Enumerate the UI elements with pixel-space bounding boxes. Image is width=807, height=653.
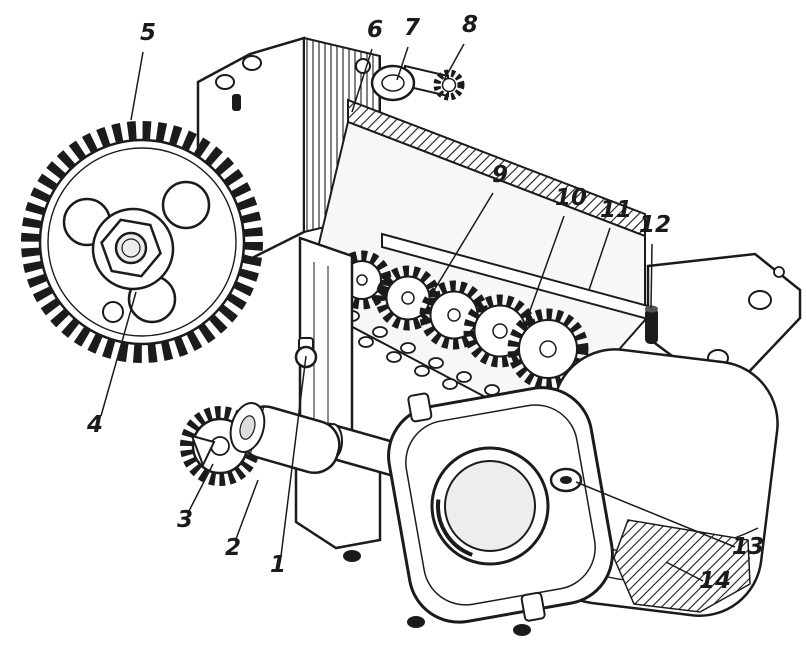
camshaft-drive-gear	[21, 121, 263, 363]
splined-shaft-core	[441, 77, 457, 93]
callout-leader-1	[280, 355, 307, 557]
train-gear-teeth	[375, 265, 441, 331]
train-gear-hub	[356, 274, 368, 286]
base-bolt	[513, 624, 531, 636]
cap-inner-line	[405, 404, 596, 606]
callout-leader-12	[650, 243, 653, 309]
gear-rim-line	[47, 147, 237, 337]
callout-label-8: 8	[462, 12, 478, 38]
dowel-pin	[232, 94, 241, 111]
floor-hole	[372, 326, 388, 338]
callout-label-12: 12	[639, 212, 671, 238]
callout-label-7: 7	[404, 15, 420, 41]
callout-leader-9	[432, 192, 494, 293]
cylinder-end-bore	[239, 415, 256, 440]
callout-label-14: 14	[699, 568, 731, 594]
bore-shadow-arc	[436, 452, 545, 560]
splined-shaft-end	[433, 69, 465, 101]
callout-leader-13	[575, 481, 736, 548]
bearing-cap	[387, 386, 614, 636]
drive-key	[190, 434, 216, 468]
train-gear-teeth	[507, 308, 589, 390]
callout-leader-4	[100, 291, 137, 417]
train-gear-hub	[539, 340, 557, 358]
gear-web-hole	[161, 180, 211, 230]
callout-label-5: 5	[140, 20, 156, 46]
floor-hole	[386, 351, 402, 363]
callout-leader-10	[522, 215, 565, 331]
callout-label-4: 4	[86, 412, 103, 438]
callout-label-6: 6	[367, 17, 383, 43]
callout-label-9: 9	[492, 162, 508, 188]
flange-bolt-hole	[748, 290, 772, 310]
callout-leader-8	[443, 43, 465, 81]
bracket-bolt-hole	[215, 74, 235, 90]
gear-small-hole	[102, 301, 124, 323]
pump-gear-hub	[210, 436, 230, 456]
train-gear-hub	[492, 323, 508, 339]
callout-label-2: 2	[225, 535, 241, 561]
body-section-hatching	[614, 520, 750, 612]
shaft-end-center	[560, 476, 572, 484]
gear-teeth-ring	[21, 121, 263, 363]
stud-pin	[645, 308, 658, 344]
cap-bore-inner	[444, 460, 536, 552]
foot-bolt	[343, 550, 361, 562]
callout-label-10: 10	[555, 185, 587, 211]
callout-leader-14	[665, 561, 704, 582]
callout-label-11: 11	[600, 197, 632, 223]
callout-label-1: 1	[270, 552, 286, 578]
input-bearing-group	[355, 58, 465, 102]
housing-rim-hatching	[348, 100, 645, 236]
callout-leader-3	[188, 463, 214, 512]
floor-hole	[400, 342, 416, 354]
train-gear-hub	[401, 291, 415, 305]
base-bolt	[407, 616, 425, 628]
callout-leader-5	[130, 51, 144, 121]
callout-leader-2	[235, 479, 259, 540]
train-gear-hub	[447, 308, 461, 322]
bearing-bolt	[355, 58, 371, 74]
stud-group	[645, 305, 658, 344]
stud-top	[645, 305, 658, 313]
cap-bolt	[407, 392, 433, 423]
bearing-bore	[381, 74, 405, 92]
bracket-bolt-hole	[242, 55, 262, 71]
callout-label-3: 3	[177, 507, 193, 533]
callout-leader-11	[588, 227, 611, 291]
callout-leader-6	[351, 48, 373, 113]
floor-hole	[358, 336, 374, 348]
floor-hole	[414, 365, 430, 377]
pump-cylinder	[229, 402, 341, 474]
floor-hole	[456, 371, 472, 383]
oil-pump-drive	[180, 402, 341, 486]
hub-bore-line	[121, 238, 141, 258]
callout-leader-7	[396, 46, 409, 81]
floor-hole	[442, 378, 458, 390]
cap-bolt	[520, 591, 546, 622]
flange-small-hole	[773, 266, 785, 278]
callout-label-13: 13	[732, 534, 764, 560]
hub-bore	[114, 231, 148, 265]
floor-hole	[428, 357, 444, 369]
